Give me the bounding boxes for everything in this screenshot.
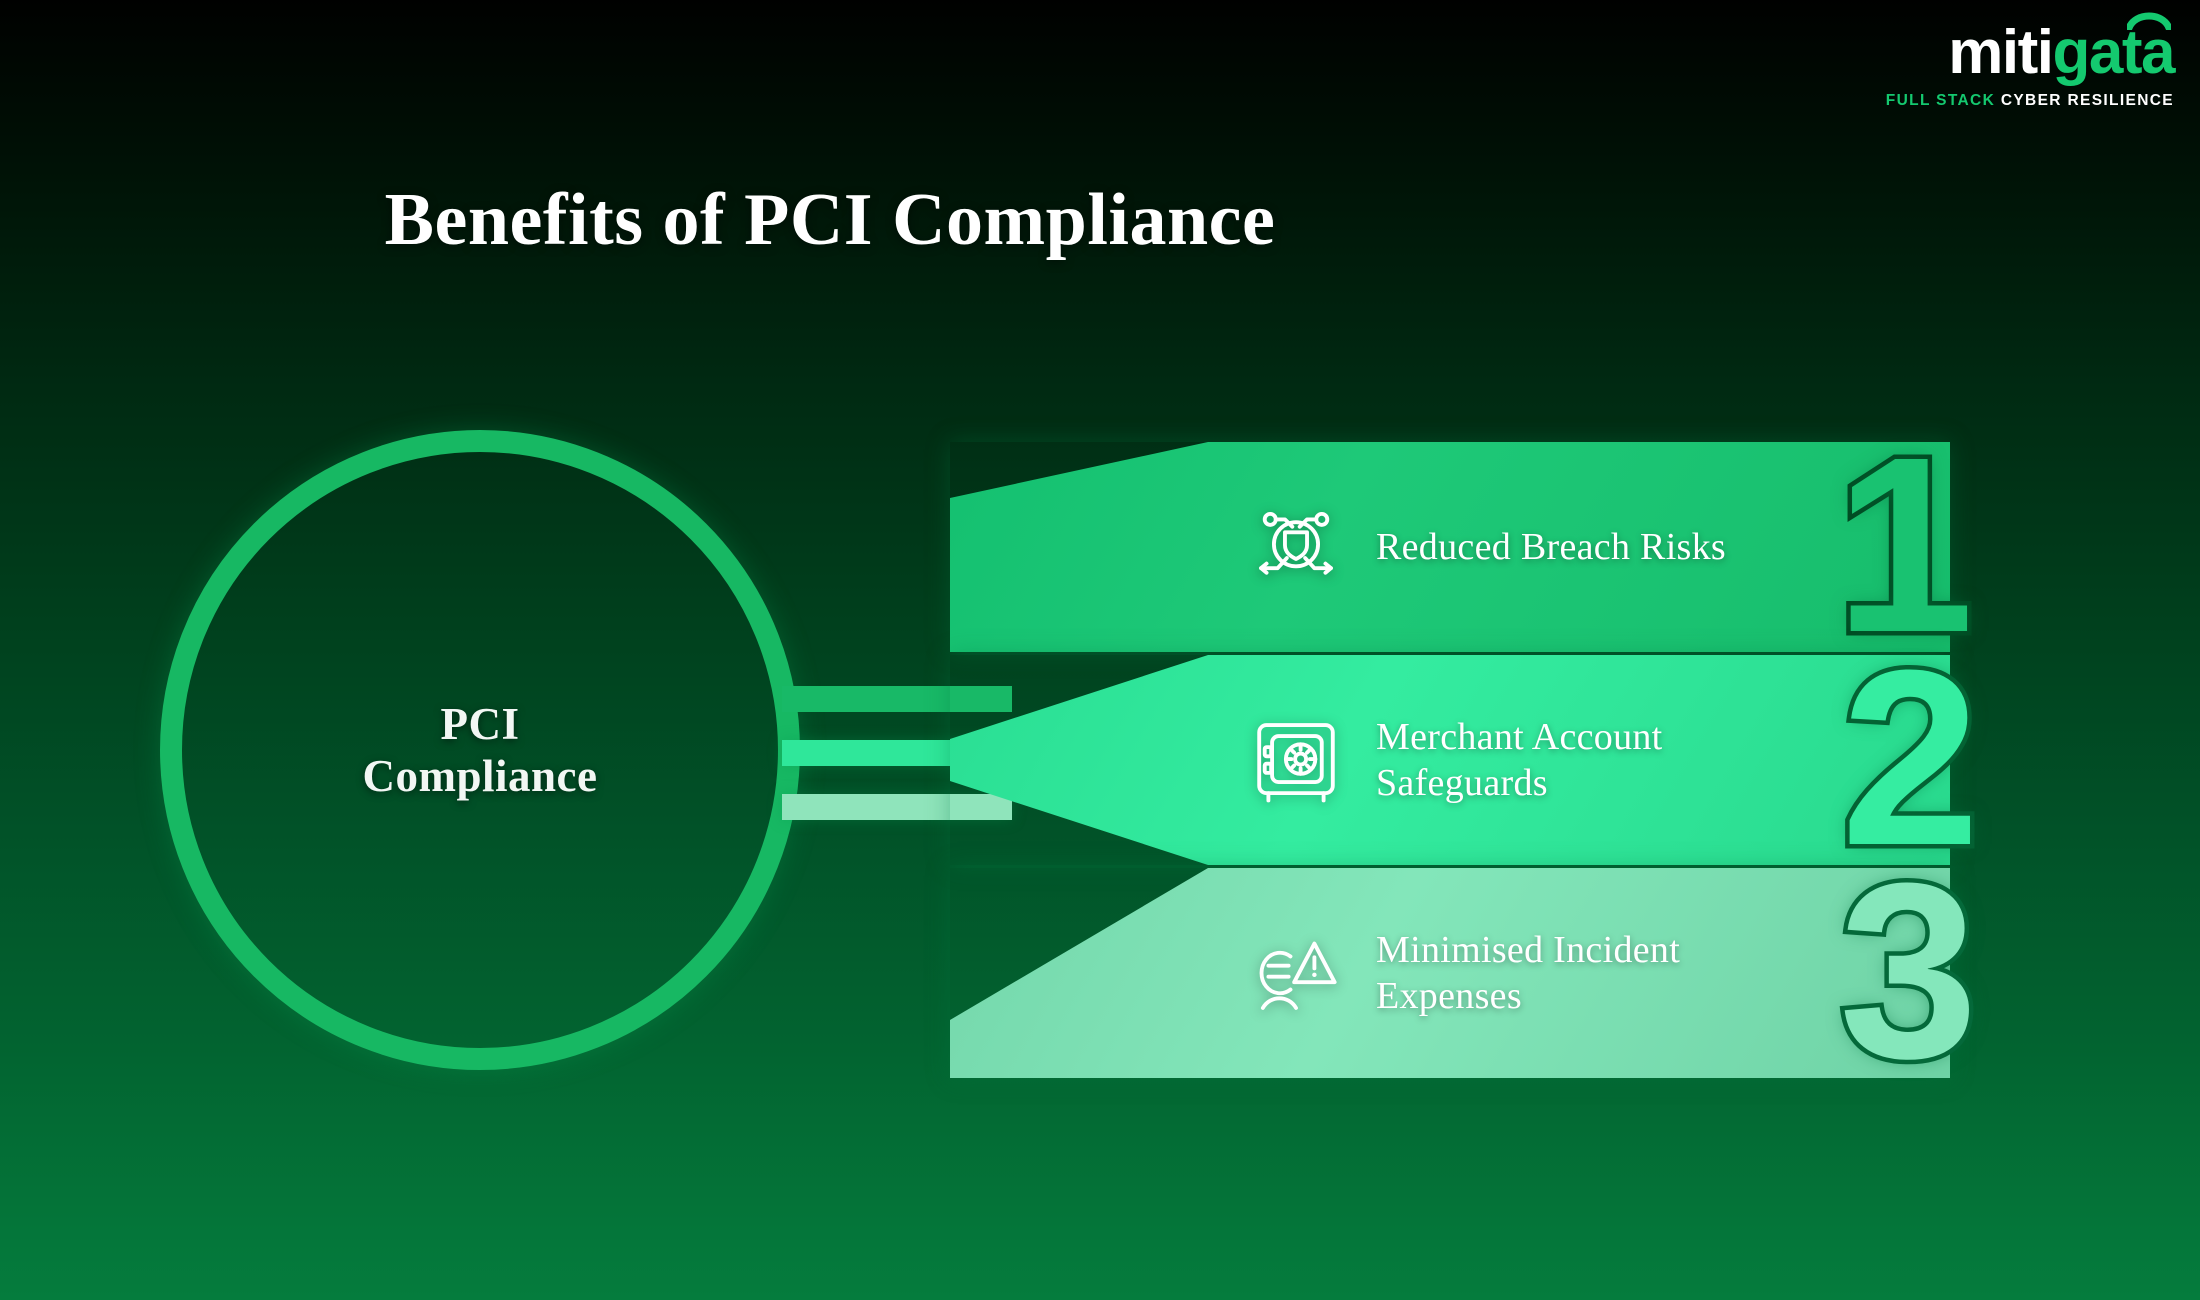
magnifier-label: PCI Compliance [160,698,800,802]
benefit-row-3[interactable]: Minimised Incident Expenses 3 [950,841,2010,1100]
banner-shape-1 [950,442,1950,652]
connector-stem-1 [782,686,1012,712]
benefit-label-2: Merchant Account Safeguards [1376,714,1663,807]
brand-logo: mitigata FULL STACK CYBER RESILIENCE [1886,12,2176,109]
benefit-label-1-line1: Reduced Breach Risks [1376,525,1727,568]
benefit-label-1: Reduced Breach Risks [1376,524,1726,570]
logo-wordmark: mitigata [1948,12,2176,84]
banner-shape-2 [950,655,1950,865]
shield-network-icon [1250,501,1342,593]
page-title: Benefits of PCI Compliance [384,179,1276,261]
benefit-number-1: 1 [1830,405,1978,684]
benefit-banner-3[interactable]: Minimised Incident Expenses [950,868,1950,1078]
tagline-cyber-resilience: CYBER RESILIENCE [2000,92,2174,109]
benefit-row-1[interactable]: Reduced Breach Risks 1 [950,415,2010,674]
benefit-banner-2[interactable]: Merchant Account Safeguards [950,655,1950,865]
magnifier-graphic: PCI Compliance [160,430,800,1070]
safe-vault-icon [1250,714,1342,806]
benefit-row-2[interactable]: Merchant Account Safeguards 2 [950,628,2010,887]
banner-content-2: Merchant Account Safeguards [1250,655,1950,865]
benefit-label-3-line1: Minimised Incident [1376,928,1681,971]
logo-word-gata: gata [2052,18,2176,87]
benefit-label-3: Minimised Incident Expenses [1376,927,1680,1020]
benefit-label-3-line2: Expenses [1376,975,1522,1017]
tagline-full-stack: FULL STACK [1885,92,1996,109]
logo-word-miti: miti [1948,18,2054,87]
benefit-label-2-line2: Safeguards [1376,762,1548,804]
connector-stem-3 [782,794,1012,820]
benefit-banner-1[interactable]: Reduced Breach Risks [950,442,1950,652]
magnifier-label-line2: Compliance [362,751,598,801]
euro-warning-icon [1250,927,1342,1019]
banner-content-1: Reduced Breach Risks [1250,442,1950,652]
arc-swoosh-icon [2127,12,2171,30]
logo-tagline: FULL STACK CYBER RESILIENCE [1886,93,2174,109]
benefit-number-3: 3 [1834,831,1982,1110]
magnifier-label-line1: PCI [440,698,520,749]
banner-content-3: Minimised Incident Expenses [1250,868,1950,1078]
benefit-number-2: 2 [1836,618,1984,897]
benefit-label-2-line1: Merchant Account [1376,715,1663,758]
